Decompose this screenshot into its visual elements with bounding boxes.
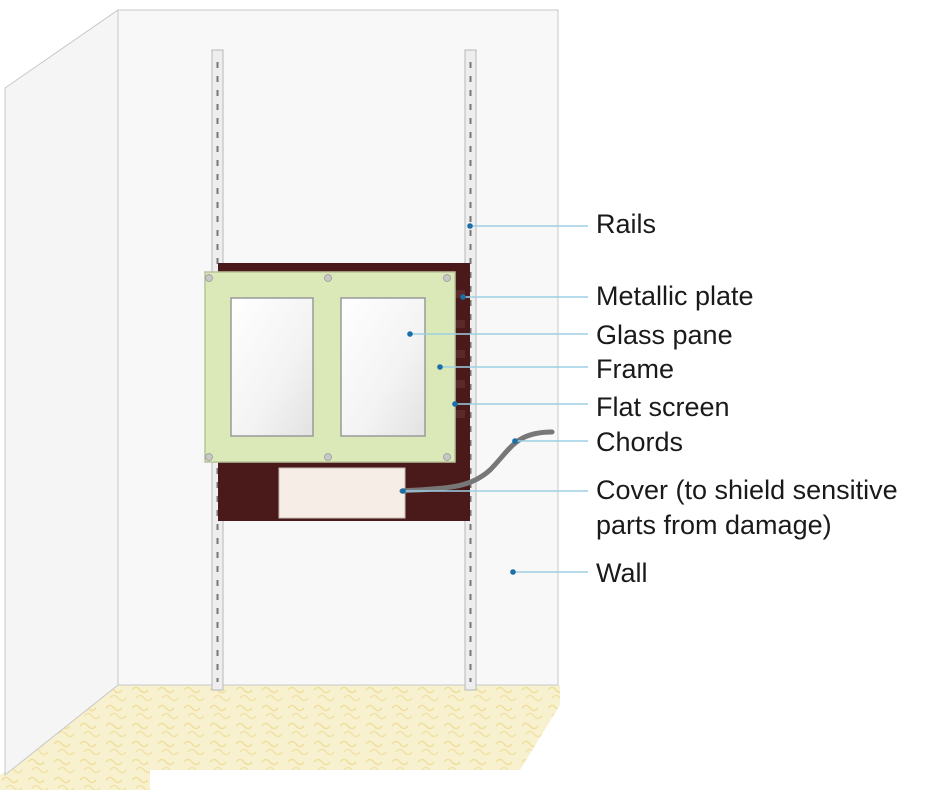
- frame-screws: [205, 274, 451, 461]
- label-wall: Wall: [596, 558, 648, 588]
- label-glass-pane: Glass pane: [596, 320, 733, 350]
- label-rails: Rails: [596, 209, 657, 239]
- chord: [399, 429, 555, 494]
- label-frame: Frame: [596, 354, 675, 384]
- back-wall: [117, 9, 559, 686]
- label-cover-line1: Cover (to shield sensitive: [596, 475, 898, 505]
- floor: [118, 685, 560, 770]
- glass-pane-left: [230, 297, 314, 437]
- leader-lines: [403, 225, 588, 573]
- label-chords: Chords: [596, 427, 684, 457]
- glass-pane-right: [340, 297, 426, 437]
- label-cover-line2: parts from damage): [596, 510, 832, 540]
- flat-screen-brackets: [455, 290, 465, 418]
- label-metallic-plate: Metallic plate: [596, 281, 754, 311]
- label-flat-screen: Flat screen: [596, 392, 730, 422]
- left-wall: [4, 9, 119, 777]
- floor-left: [0, 685, 150, 790]
- leader-dots: [400, 223, 518, 575]
- cover: [278, 467, 406, 519]
